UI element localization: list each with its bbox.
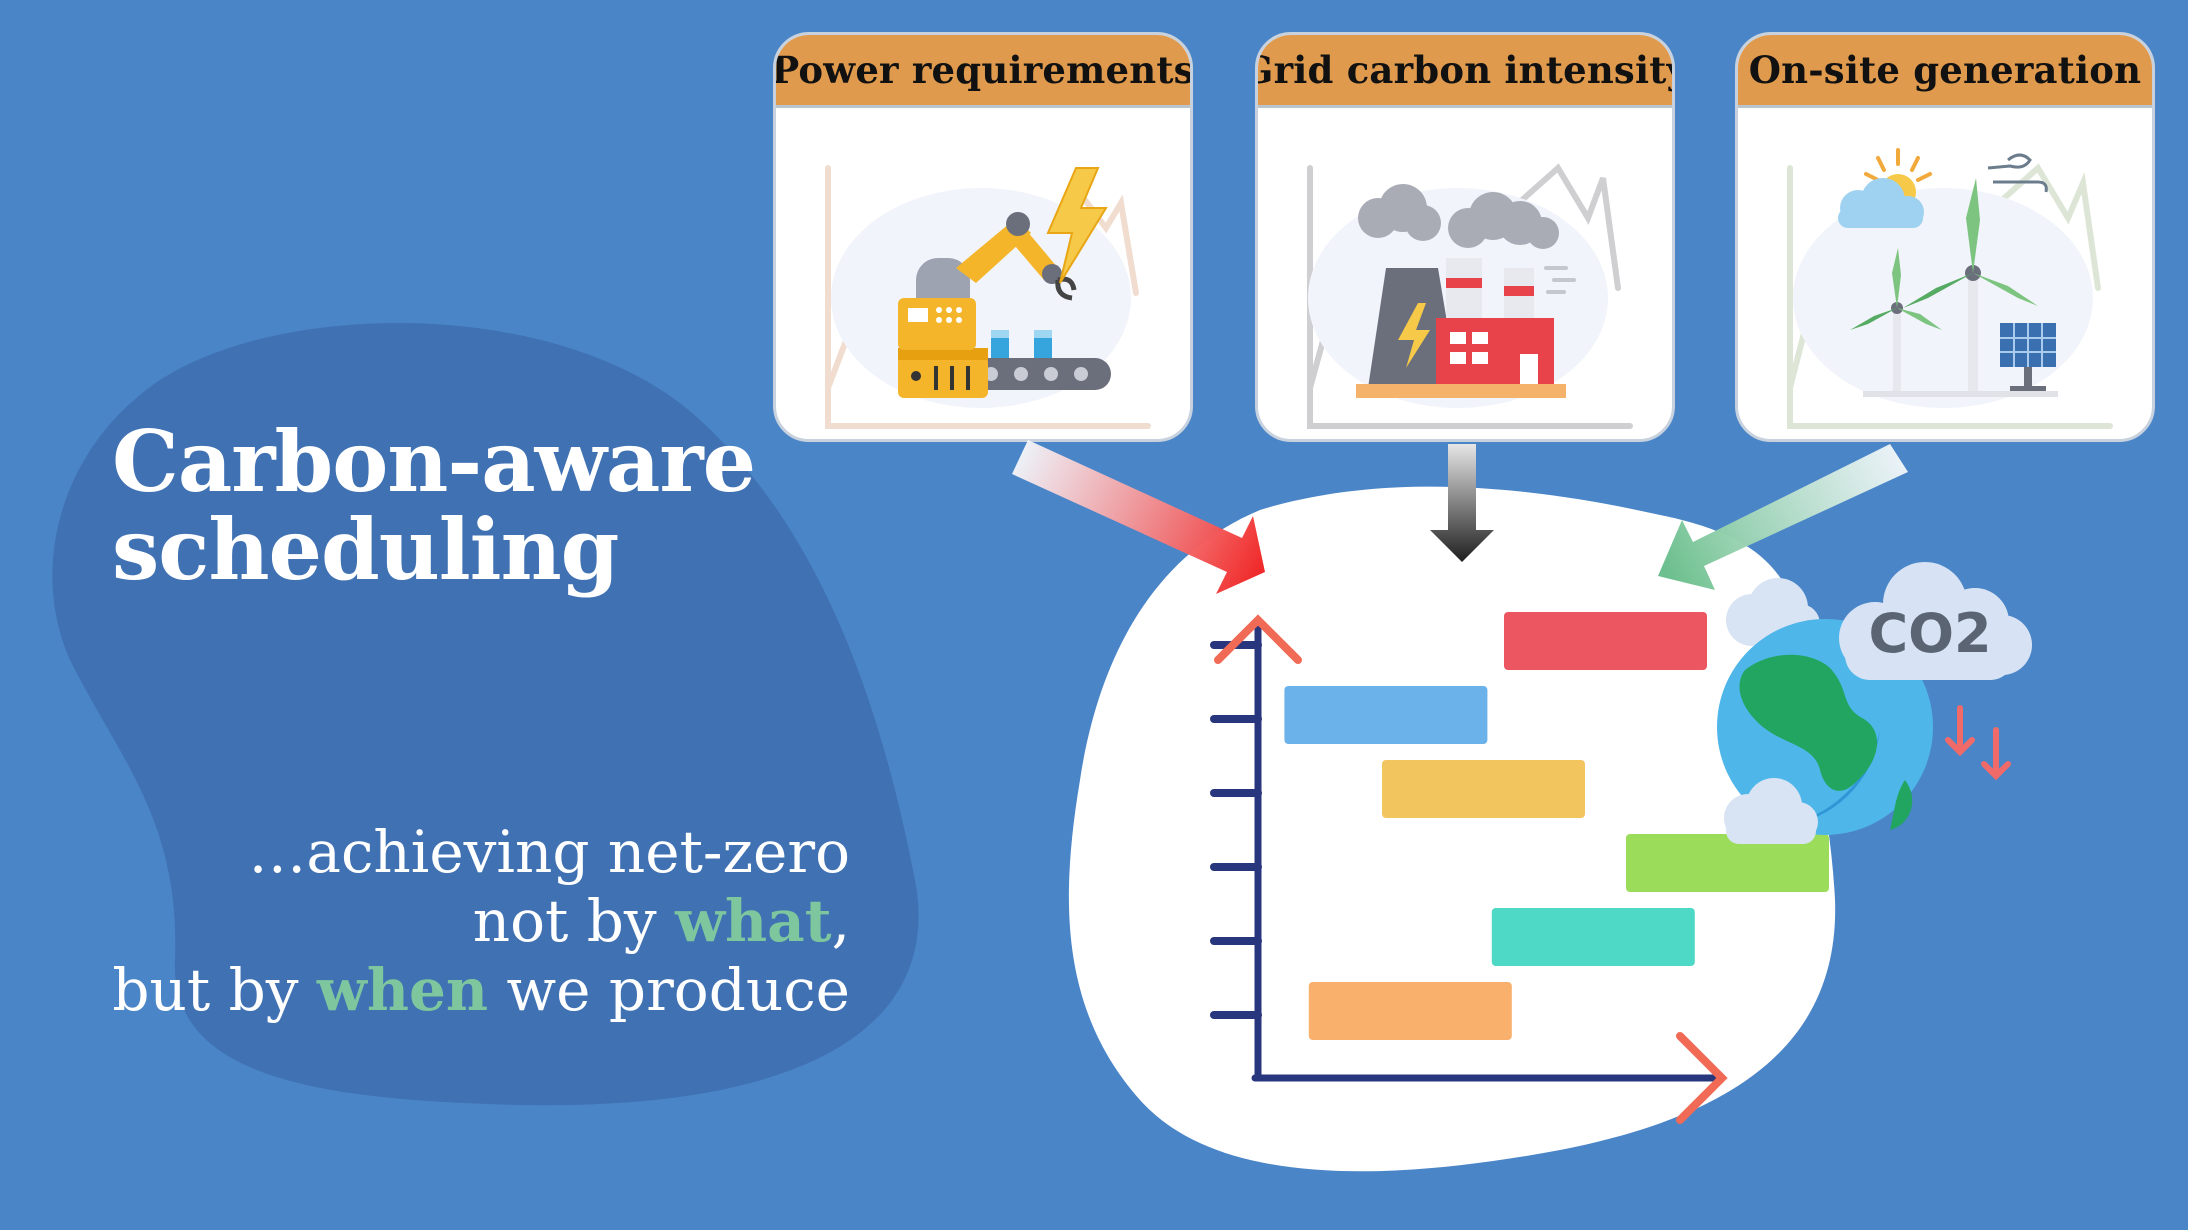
schedule-task-bar xyxy=(1491,908,1695,966)
down-arrows-icon xyxy=(1945,705,2011,781)
tagline-line-2: not by what, xyxy=(112,887,850,956)
tagline-highlight-what: what xyxy=(675,887,832,955)
card-grid-carbon-intensity: Grid carbon intensity xyxy=(1255,32,1675,442)
title-blob xyxy=(52,323,919,1106)
schedule-task-bar xyxy=(1308,982,1512,1040)
card-header-grid-carbon-intensity: Grid carbon intensity xyxy=(1258,35,1672,108)
schedule-marks xyxy=(1210,612,1830,1040)
schedule-axes xyxy=(1214,614,1728,1124)
title-line-2: scheduling xyxy=(112,500,619,599)
title-line-1: Carbon-aware xyxy=(112,412,756,511)
industrial-robot-icon xyxy=(825,165,1151,429)
schedule-task-bar xyxy=(1626,834,1830,892)
tagline-line-3-post: we produce xyxy=(488,956,850,1024)
tagline: …achieving net-zero not by what, but by … xyxy=(112,818,850,1025)
co2-label: CO2 xyxy=(1868,602,1991,665)
schedule-task-bar xyxy=(1284,686,1488,744)
slide-title: Carbon-aware scheduling xyxy=(112,418,756,594)
x-axis-arrowhead xyxy=(1676,1032,1728,1124)
schedule-task-bar xyxy=(1504,612,1708,670)
card-on-site-generation: On-site generation xyxy=(1735,32,2155,442)
card-header-on-site-generation: On-site generation xyxy=(1738,35,2152,108)
tagline-line-3: but by when we produce xyxy=(112,956,850,1025)
tagline-line-3-pre: but by xyxy=(112,956,317,1024)
card-body-on-site-generation xyxy=(1738,108,2152,439)
power-plant-icon xyxy=(1307,163,1633,429)
card-body-grid-carbon-intensity xyxy=(1258,108,1672,439)
card-header-power-requirements: Power requirements xyxy=(776,35,1190,108)
schedule-task-bar xyxy=(1382,760,1586,818)
renewable-energy-icon xyxy=(1787,148,2113,429)
co2-cloud-icon xyxy=(1839,562,2032,680)
tagline-line-1: …achieving net-zero xyxy=(248,818,850,886)
cloud-icon xyxy=(1724,778,1818,844)
y-axis-arrowhead xyxy=(1214,614,1302,664)
tagline-highlight-when: when xyxy=(316,956,489,1024)
tagline-line-2-pre: not by xyxy=(472,887,676,955)
tagline-line-2-post: , xyxy=(831,887,850,955)
card-power-requirements: Power requirements xyxy=(773,32,1193,442)
card-body-power-requirements xyxy=(776,108,1190,439)
